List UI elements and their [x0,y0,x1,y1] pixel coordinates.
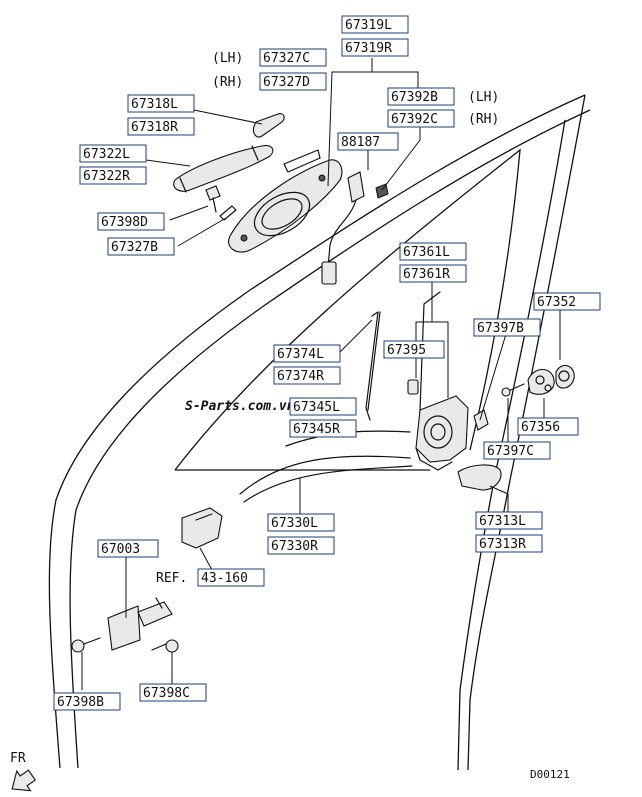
label-67322r: 67322R [83,169,130,184]
bolt-67397b [473,409,489,431]
label-67327b: 67327B [111,240,158,255]
label-88187: 88187 [341,135,380,150]
label-67392b: 67392B [391,90,438,105]
label-67318l: 67318L [131,97,178,112]
outer-door-handle [173,145,274,193]
label-67397b: 67397B [477,321,524,336]
handle-cap [253,113,285,138]
label-67330r: 67330R [271,539,318,554]
label-rh: (RH) [212,75,243,90]
fr-arrow-icon [11,769,37,792]
label-67374l: 67374L [277,347,324,362]
label-67398d: 67398D [101,215,148,230]
clip-67395 [407,379,419,395]
label-67397c: 67397C [487,444,534,459]
label-ref-43-160: 43-160 [201,571,248,586]
label-67352: 67352 [537,295,576,310]
door-lock-actuator [415,291,469,471]
label-67361r: 67361R [403,267,450,282]
diagram-code: D00121 [530,768,570,781]
leader-lines [81,58,561,690]
label-67395: 67395 [387,343,426,358]
part-labels: 67319L 67319R (LH) 67327C (RH) 67327D 67… [53,15,601,711]
label-67392c: 67392C [391,112,438,127]
label-rh-2: (RH) [468,112,499,127]
plate-67356 [527,368,555,395]
label-67330l: 67330L [271,516,318,531]
label-67374r: 67374R [277,369,324,384]
label-lh: (LH) [212,51,243,66]
label-67313l: 67313L [479,514,526,529]
label-67322l: 67322L [83,147,130,162]
label-67356: 67356 [521,420,560,435]
screw-67397c [501,383,525,397]
front-direction-indicator: FR [10,751,37,792]
door-outline [48,94,591,771]
label-67327d: 67327D [263,75,310,90]
seal-67327b [219,205,237,221]
label-67327c: 67327C [263,51,310,66]
label-67361l: 67361L [403,245,450,260]
bolt-67398b [71,637,101,653]
label-67345l: 67345L [293,400,340,415]
label-67398b: 67398B [57,695,104,710]
label-lh-2: (LH) [468,90,499,105]
bolt-67398c [151,639,179,653]
inner-handle [181,507,223,549]
handle-gasket [283,149,321,173]
handle-frame [228,159,343,253]
inner-handle-cables [239,430,413,503]
watermark: S-Parts.com.vn [185,399,295,414]
lock-rod [365,311,381,421]
cover-67313 [457,464,502,491]
label-67003: 67003 [101,542,140,557]
fr-label: FR [10,751,26,766]
label-67345r: 67345R [293,422,340,437]
label-ref: REF. [156,571,187,586]
clip-88187 [375,183,389,199]
label-67313r: 67313R [479,537,526,552]
striker-67352 [555,364,575,389]
label-67319l: 67319L [345,18,392,33]
key-cylinder [321,171,365,285]
label-67398c: 67398C [143,686,190,701]
label-67319r: 67319R [345,41,392,56]
door-check-67003 [107,597,173,651]
screw-67398d [205,185,221,213]
label-67318r: 67318R [131,120,178,135]
